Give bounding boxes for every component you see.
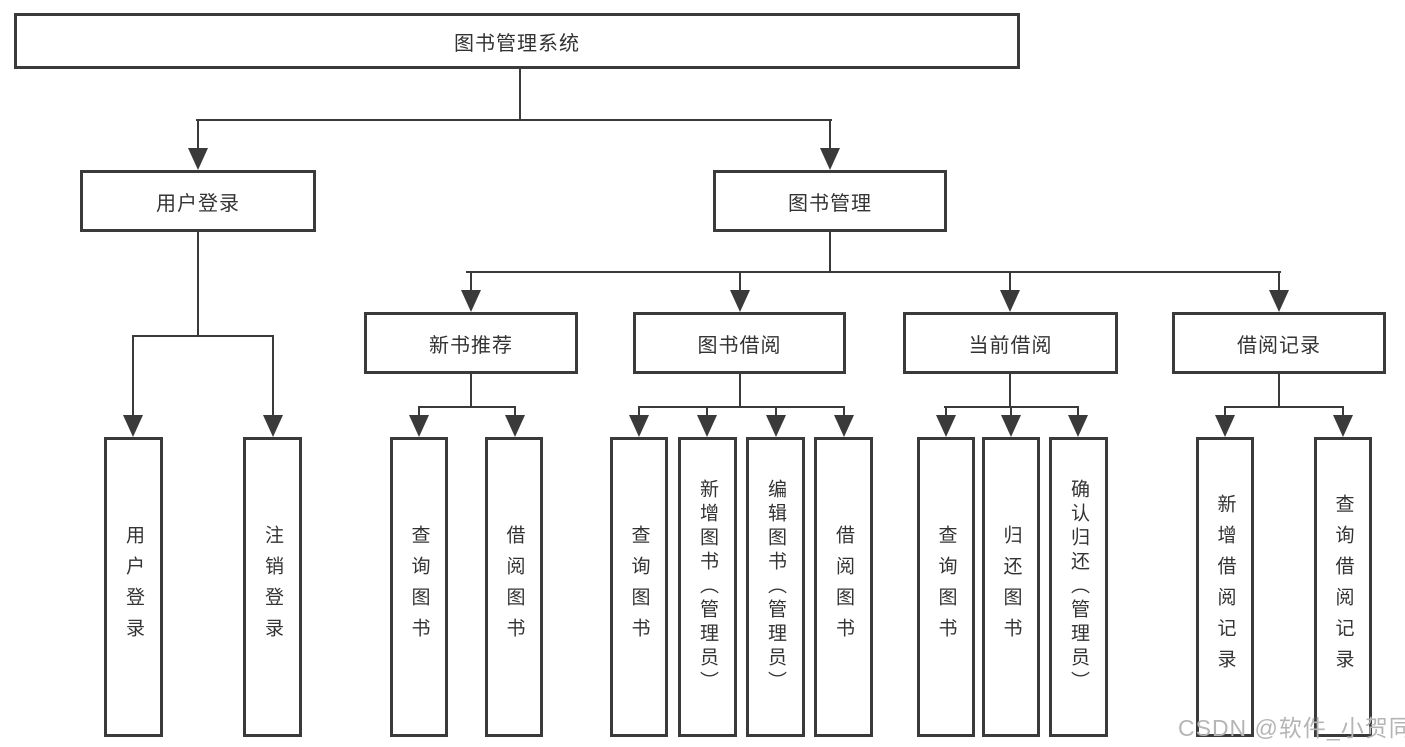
arrow-down-icon [730, 290, 750, 312]
connector-line [829, 232, 831, 272]
leaf-current-query-books: 查询图书 [917, 437, 975, 737]
connector-line [1009, 273, 1011, 292]
leaf-current-return-books: 归还图书 [982, 437, 1040, 737]
leaf-record-query-record: 查询借阅记录 [1314, 437, 1372, 737]
arrow-down-icon [1215, 415, 1235, 437]
leaf-label: 借阅图书 [833, 525, 854, 649]
leaf-label: 查询图书 [935, 525, 957, 649]
csdn-watermark: CSDN @软件_小贺同学 [1178, 715, 1405, 741]
leaf-label: 新增借阅记录 [1214, 494, 1236, 680]
leaf-record-add-record: 新增借阅记录 [1196, 437, 1254, 737]
connector-line [1224, 406, 1344, 408]
connector-line [519, 69, 521, 121]
arrow-down-icon [263, 415, 283, 437]
node-current-borrowing: 当前借阅 [903, 312, 1118, 374]
leaf-borrow-edit-books-admin: 编辑图书（管理员） [746, 437, 805, 737]
arrow-down-icon [820, 148, 840, 170]
connector-line [1278, 374, 1280, 407]
leaf-newbook-query-books: 查询图书 [390, 437, 448, 737]
connector-line [418, 408, 420, 416]
leaf-label: 归还图书 [1000, 525, 1022, 649]
arrow-down-icon [461, 290, 481, 312]
connector-line [470, 273, 472, 292]
arrow-down-icon [936, 415, 956, 437]
connector-line [197, 121, 199, 149]
connector-line [638, 406, 845, 408]
leaf-label: 编辑图书（管理员） [765, 479, 786, 695]
connector-line [196, 119, 832, 121]
connector-line [739, 374, 741, 407]
arrow-down-icon [1333, 415, 1353, 437]
leaf-borrow-borrow-books: 借阅图书 [814, 437, 873, 737]
leaf-label: 用户登录 [123, 525, 144, 649]
node-book-borrowing: 图书借阅 [633, 312, 846, 374]
connector-line [1224, 408, 1226, 416]
connector-line [272, 337, 274, 416]
connector-line [739, 273, 741, 292]
connector-line [132, 337, 134, 416]
connector-line [470, 374, 472, 407]
connector-line [466, 271, 1281, 273]
leaf-user-login: 用户登录 [104, 437, 163, 737]
leaf-label: 查询借阅记录 [1332, 494, 1354, 680]
arrow-down-icon [1068, 415, 1088, 437]
connector-line [514, 408, 516, 416]
node-label: 图书借阅 [697, 334, 782, 357]
connector-line [1342, 408, 1344, 416]
leaf-label: 注销登录 [262, 525, 283, 649]
leaf-borrow-add-books-admin: 新增图书（管理员） [678, 437, 737, 737]
arrow-down-icon [1000, 290, 1020, 312]
connector-line [944, 406, 1079, 408]
connector-line [1010, 408, 1012, 416]
connector-line [132, 335, 274, 337]
node-label: 新书推荐 [429, 334, 513, 357]
node-label: 图书管理系统 [454, 32, 580, 55]
node-root-system: 图书管理系统 [14, 13, 1020, 69]
connector-line [418, 406, 516, 408]
arrow-down-icon [629, 415, 649, 437]
connector-line [197, 232, 199, 336]
connector-line [1009, 374, 1011, 407]
connector-line [1278, 273, 1280, 292]
arrow-down-icon [409, 415, 429, 437]
connector-line [945, 408, 947, 416]
node-label: 用户登录 [156, 192, 240, 215]
arrow-down-icon [188, 148, 208, 170]
leaf-label: 借阅图书 [503, 525, 525, 649]
arrow-down-icon [1269, 290, 1289, 312]
arrow-down-icon [505, 415, 525, 437]
leaf-current-confirm-return-admin: 确认归还（管理员） [1049, 437, 1108, 737]
arrow-down-icon [697, 415, 717, 437]
node-new-book-recommendation: 新书推荐 [364, 312, 578, 374]
node-label: 图书管理 [788, 192, 872, 215]
arrow-down-icon [834, 415, 854, 437]
leaf-label: 确认归还（管理员） [1068, 479, 1089, 695]
node-label: 借阅记录 [1237, 334, 1321, 357]
leaf-label: 新增图书（管理员） [697, 479, 718, 695]
leaf-logout: 注销登录 [243, 437, 302, 737]
node-user-login: 用户登录 [80, 170, 316, 232]
connector-line [829, 121, 831, 149]
connector-line [843, 408, 845, 416]
connector-line [706, 408, 708, 416]
leaf-label: 查询图书 [408, 525, 430, 649]
node-label: 当前借阅 [968, 334, 1053, 357]
arrow-down-icon [1001, 415, 1021, 437]
leaf-borrow-query-books: 查询图书 [610, 437, 668, 737]
connector-line [1077, 408, 1079, 416]
leaf-newbook-borrow-books: 借阅图书 [485, 437, 543, 737]
connector-line [638, 408, 640, 416]
arrow-down-icon [123, 415, 143, 437]
connector-line [775, 408, 777, 416]
node-borrowing-records: 借阅记录 [1172, 312, 1386, 374]
arrow-down-icon [766, 415, 786, 437]
node-book-management: 图书管理 [713, 170, 947, 232]
leaf-label: 查询图书 [628, 525, 650, 649]
